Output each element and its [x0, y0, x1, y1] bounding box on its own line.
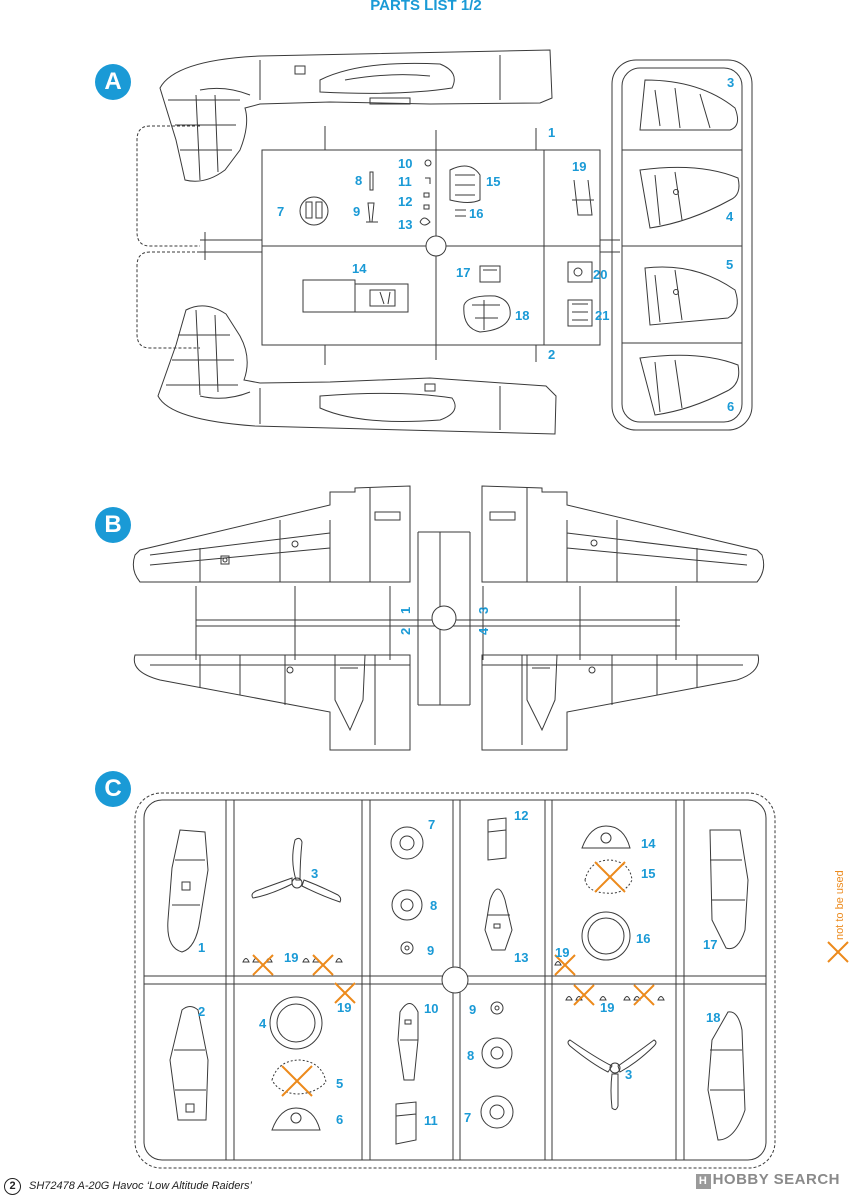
fuselage-half-part-a2 [157, 305, 557, 435]
part-number: 9 [469, 1002, 476, 1017]
part-number: 1 [548, 125, 555, 140]
part-number: 3 [625, 1067, 632, 1082]
sprue-c-badge: C [95, 771, 131, 807]
engine-parts-c7-c9 [390, 826, 514, 1129]
wing-part-b1 [132, 485, 411, 583]
sprue-b-badge: B [95, 507, 131, 543]
part-number: 18 [706, 1010, 720, 1025]
tail-part-3 [639, 79, 739, 131]
cowl-parts-c10-c13 [395, 817, 513, 1145]
part-number: 14 [641, 836, 656, 851]
part-number: 16 [636, 931, 650, 946]
part-number: 3 [311, 866, 318, 881]
part-number: 13 [398, 217, 412, 232]
part-number: 12 [514, 808, 528, 823]
nacelle-part-c1 [167, 829, 209, 953]
part-number: 1 [398, 607, 413, 614]
propeller-part-c3-bottom [567, 1039, 657, 1111]
not-used-legend-label: not to be used [834, 870, 846, 940]
part-number: 4 [476, 627, 491, 635]
nacelle-part-c17 [709, 829, 749, 950]
nacelle-part-c18 [707, 1011, 746, 1141]
part-number: 4 [726, 209, 734, 224]
nacelle-part-c2 [169, 1006, 209, 1121]
footer-text: SH72478 A-20G Havoc ‘Low Altitude Raider… [29, 1180, 252, 1192]
part-number: 19 [284, 950, 298, 965]
fuselage-half-part-a1 [159, 49, 553, 182]
part-number: 7 [277, 204, 284, 219]
part-number: 1 [198, 940, 205, 955]
part-number: 10 [424, 1001, 438, 1016]
wing-part-b4 [481, 654, 760, 751]
part-number: 3 [727, 75, 734, 90]
sprue-c-frame [134, 792, 776, 1169]
part-number: 19 [555, 945, 569, 960]
part-number: 4 [259, 1016, 267, 1031]
part-number: 6 [727, 399, 734, 414]
part-number: 19 [572, 159, 586, 174]
part-number: 8 [430, 898, 437, 913]
hobby-search-icon: H [695, 1174, 711, 1189]
tail-part-5 [644, 266, 738, 326]
watermark-text: HOBBY SEARCH [712, 1171, 840, 1188]
part-number: 14 [352, 261, 367, 276]
part-number: 2 [398, 628, 413, 635]
footer: 2 SH72478 A-20G Havoc ‘Low Altitude Raide… [4, 1178, 252, 1195]
part-number: 9 [427, 943, 434, 958]
part-number: 10 [398, 156, 412, 171]
not-used-crosses [252, 861, 849, 1097]
part-number: 5 [336, 1076, 343, 1091]
sprue-c-part-numbers: 1 2 3 3 4 5 6 7 7 8 8 9 9 10 11 12 13 14… [198, 808, 720, 1128]
part-number: 2 [198, 1004, 205, 1019]
part-number: 9 [353, 204, 360, 219]
sprue-a-frame [136, 59, 753, 431]
page-number: 2 [4, 1178, 21, 1195]
part-number: 15 [486, 174, 500, 189]
sprue-b-frame [195, 531, 680, 706]
page-title: PARTS LIST 1/2 [370, 0, 482, 14]
wing-part-b2 [133, 654, 411, 751]
tail-part-4 [639, 166, 740, 229]
part-number: 15 [641, 866, 655, 881]
sprue-a-part-numbers: 1 2 3 4 5 6 7 8 9 10 11 12 13 14 15 16 1… [277, 75, 734, 414]
part-number: 11 [398, 174, 412, 189]
part-number: 21 [595, 308, 609, 323]
wing-part-b3 [481, 485, 765, 583]
small-parts-a [299, 159, 594, 333]
part-number: 12 [398, 194, 412, 209]
part-number: 7 [464, 1110, 471, 1125]
part-number: 3 [476, 607, 491, 614]
tail-part-6 [639, 354, 740, 416]
part-number: 19 [600, 1000, 614, 1015]
part-number: 5 [726, 257, 733, 272]
part-number: 17 [703, 937, 717, 952]
part-number: 11 [424, 1113, 438, 1128]
part-number: 17 [456, 265, 470, 280]
sprue-a-badge: A [95, 64, 131, 100]
part-number: 16 [469, 206, 483, 221]
propeller-part-c3-top [251, 837, 342, 903]
part-number: 6 [336, 1112, 343, 1127]
part-number: 19 [337, 1000, 351, 1015]
part-number: 8 [355, 173, 362, 188]
sprue-b-part-numbers: 1 2 3 4 [398, 607, 491, 635]
part-number: 2 [548, 347, 555, 362]
part-number: 8 [467, 1048, 474, 1063]
part-number: 13 [514, 950, 528, 965]
part-number: 18 [515, 308, 529, 323]
part-number: 7 [428, 817, 435, 832]
part-number: 20 [593, 267, 607, 282]
